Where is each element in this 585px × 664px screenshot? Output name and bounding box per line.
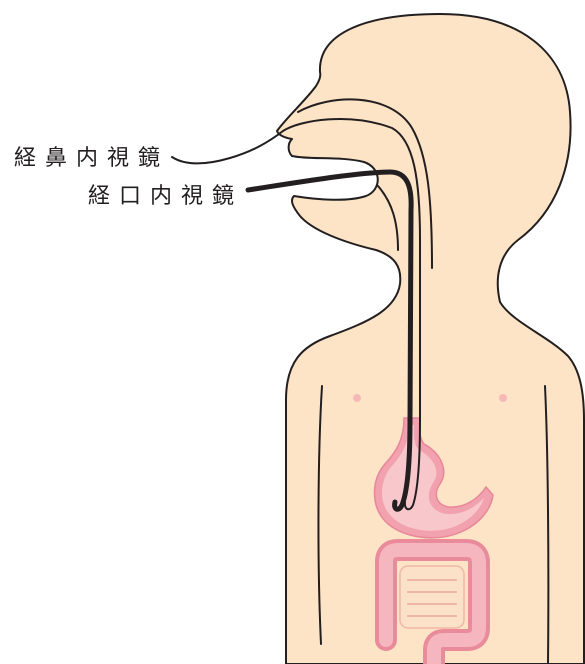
transoral-endoscope-label: 経口内視鏡 <box>88 184 243 209</box>
right-nipple <box>499 394 507 402</box>
small-intestine <box>400 566 464 628</box>
left-nipple <box>353 394 361 402</box>
transnasal-endoscope-label: 経鼻内視鏡 <box>14 146 169 171</box>
